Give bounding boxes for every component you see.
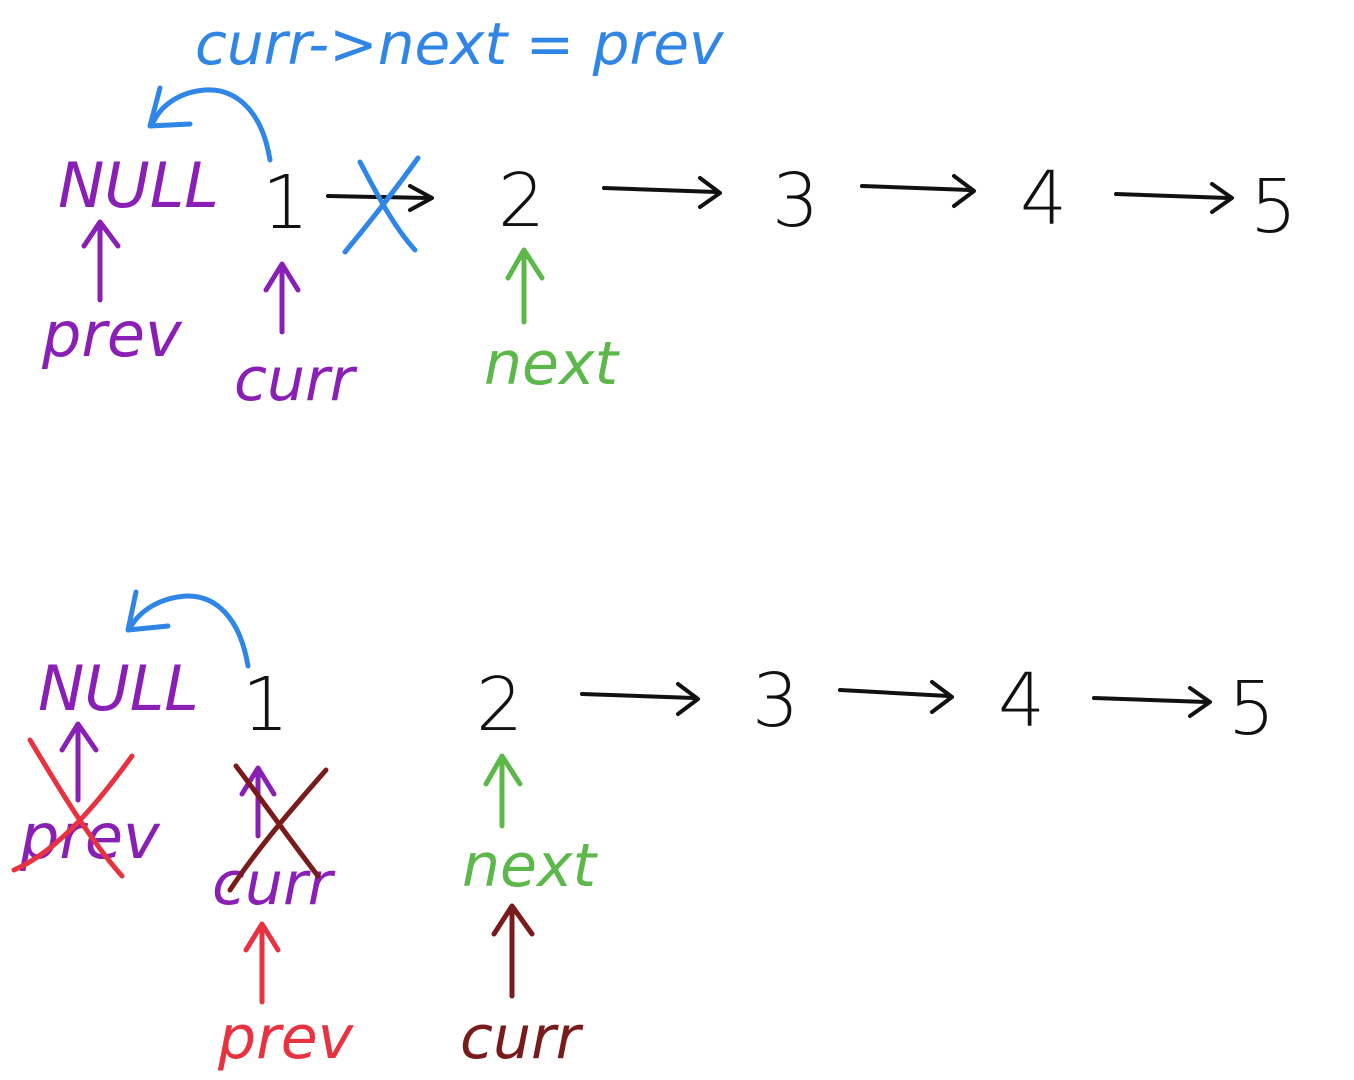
top-node-2: 2 [498,158,545,244]
top-reverse-link-arrow [149,87,273,163]
top-link-2-3 [602,186,718,194]
top-link-4-5 [1114,192,1230,200]
bottom-new-curr-pointer-arrow [491,903,535,999]
bottom-node-2: 2 [476,662,523,748]
top-node-4: 4 [1020,156,1067,242]
bottom-link-4-5 [1092,696,1208,704]
top-node-5: 5 [1250,164,1297,250]
top-reverse-link-arrowhead [147,85,193,129]
top-next-label: next [484,329,620,399]
bottom-old-prev-pointer-arrow [59,721,99,803]
bottom-new-prev-label: prev [217,1003,355,1073]
bottom-reverse-link-arrow [127,593,251,669]
bottom-old-prev-cross-mark [11,737,135,879]
top-link-4-5-head [1210,182,1234,214]
bottom-reverse-link-arrowhead [125,589,171,633]
top-link-cut-mark [342,155,421,255]
top-node-3: 3 [772,158,819,244]
bottom-new-curr-label: curr [460,1003,584,1073]
top-null-label: NULL [58,149,219,222]
top-link-3-4 [860,184,972,192]
top-annotation: curr->next = prev [195,10,725,78]
bottom-link-2-3 [580,692,696,700]
top-link-1-2-head [408,184,434,212]
top-curr-label: curr [234,345,358,415]
top-prev-label: prev [41,298,183,371]
bottom-old-curr-pointer-arrow [239,765,277,839]
bottom-next-label: next [462,831,598,901]
top-next-pointer-arrow [505,247,545,325]
bottom-new-prev-pointer-arrow [243,921,281,1005]
bottom-link-4-5-head [1188,686,1212,718]
top-prev-pointer-arrow [81,219,121,303]
bottom-node-5: 5 [1228,666,1275,752]
bottom-node-3: 3 [752,658,799,744]
bottom-node-4: 4 [998,658,1045,744]
bottom-link-2-3-head [676,682,700,716]
bottom-null-label: NULL [38,652,199,725]
top-link-2-3-head [698,176,722,209]
bottom-next-pointer-arrow [483,753,523,829]
top-curr-pointer-arrow [263,261,301,335]
bottom-state: NULL 1 2 3 4 5 prev curr next prev curr [11,589,1275,1073]
top-link-3-4-head [952,174,976,208]
bottom-link-3-4-head [930,680,954,714]
bottom-node-1: 1 [242,662,289,748]
bottom-old-curr-cross-mark [227,763,329,893]
top-node-1: 1 [262,160,309,246]
top-state: curr->next = prev NULL 1 2 3 4 5 prev cu… [41,10,1297,415]
bottom-old-curr-label: curr [212,849,336,919]
bottom-link-3-4 [838,688,950,698]
